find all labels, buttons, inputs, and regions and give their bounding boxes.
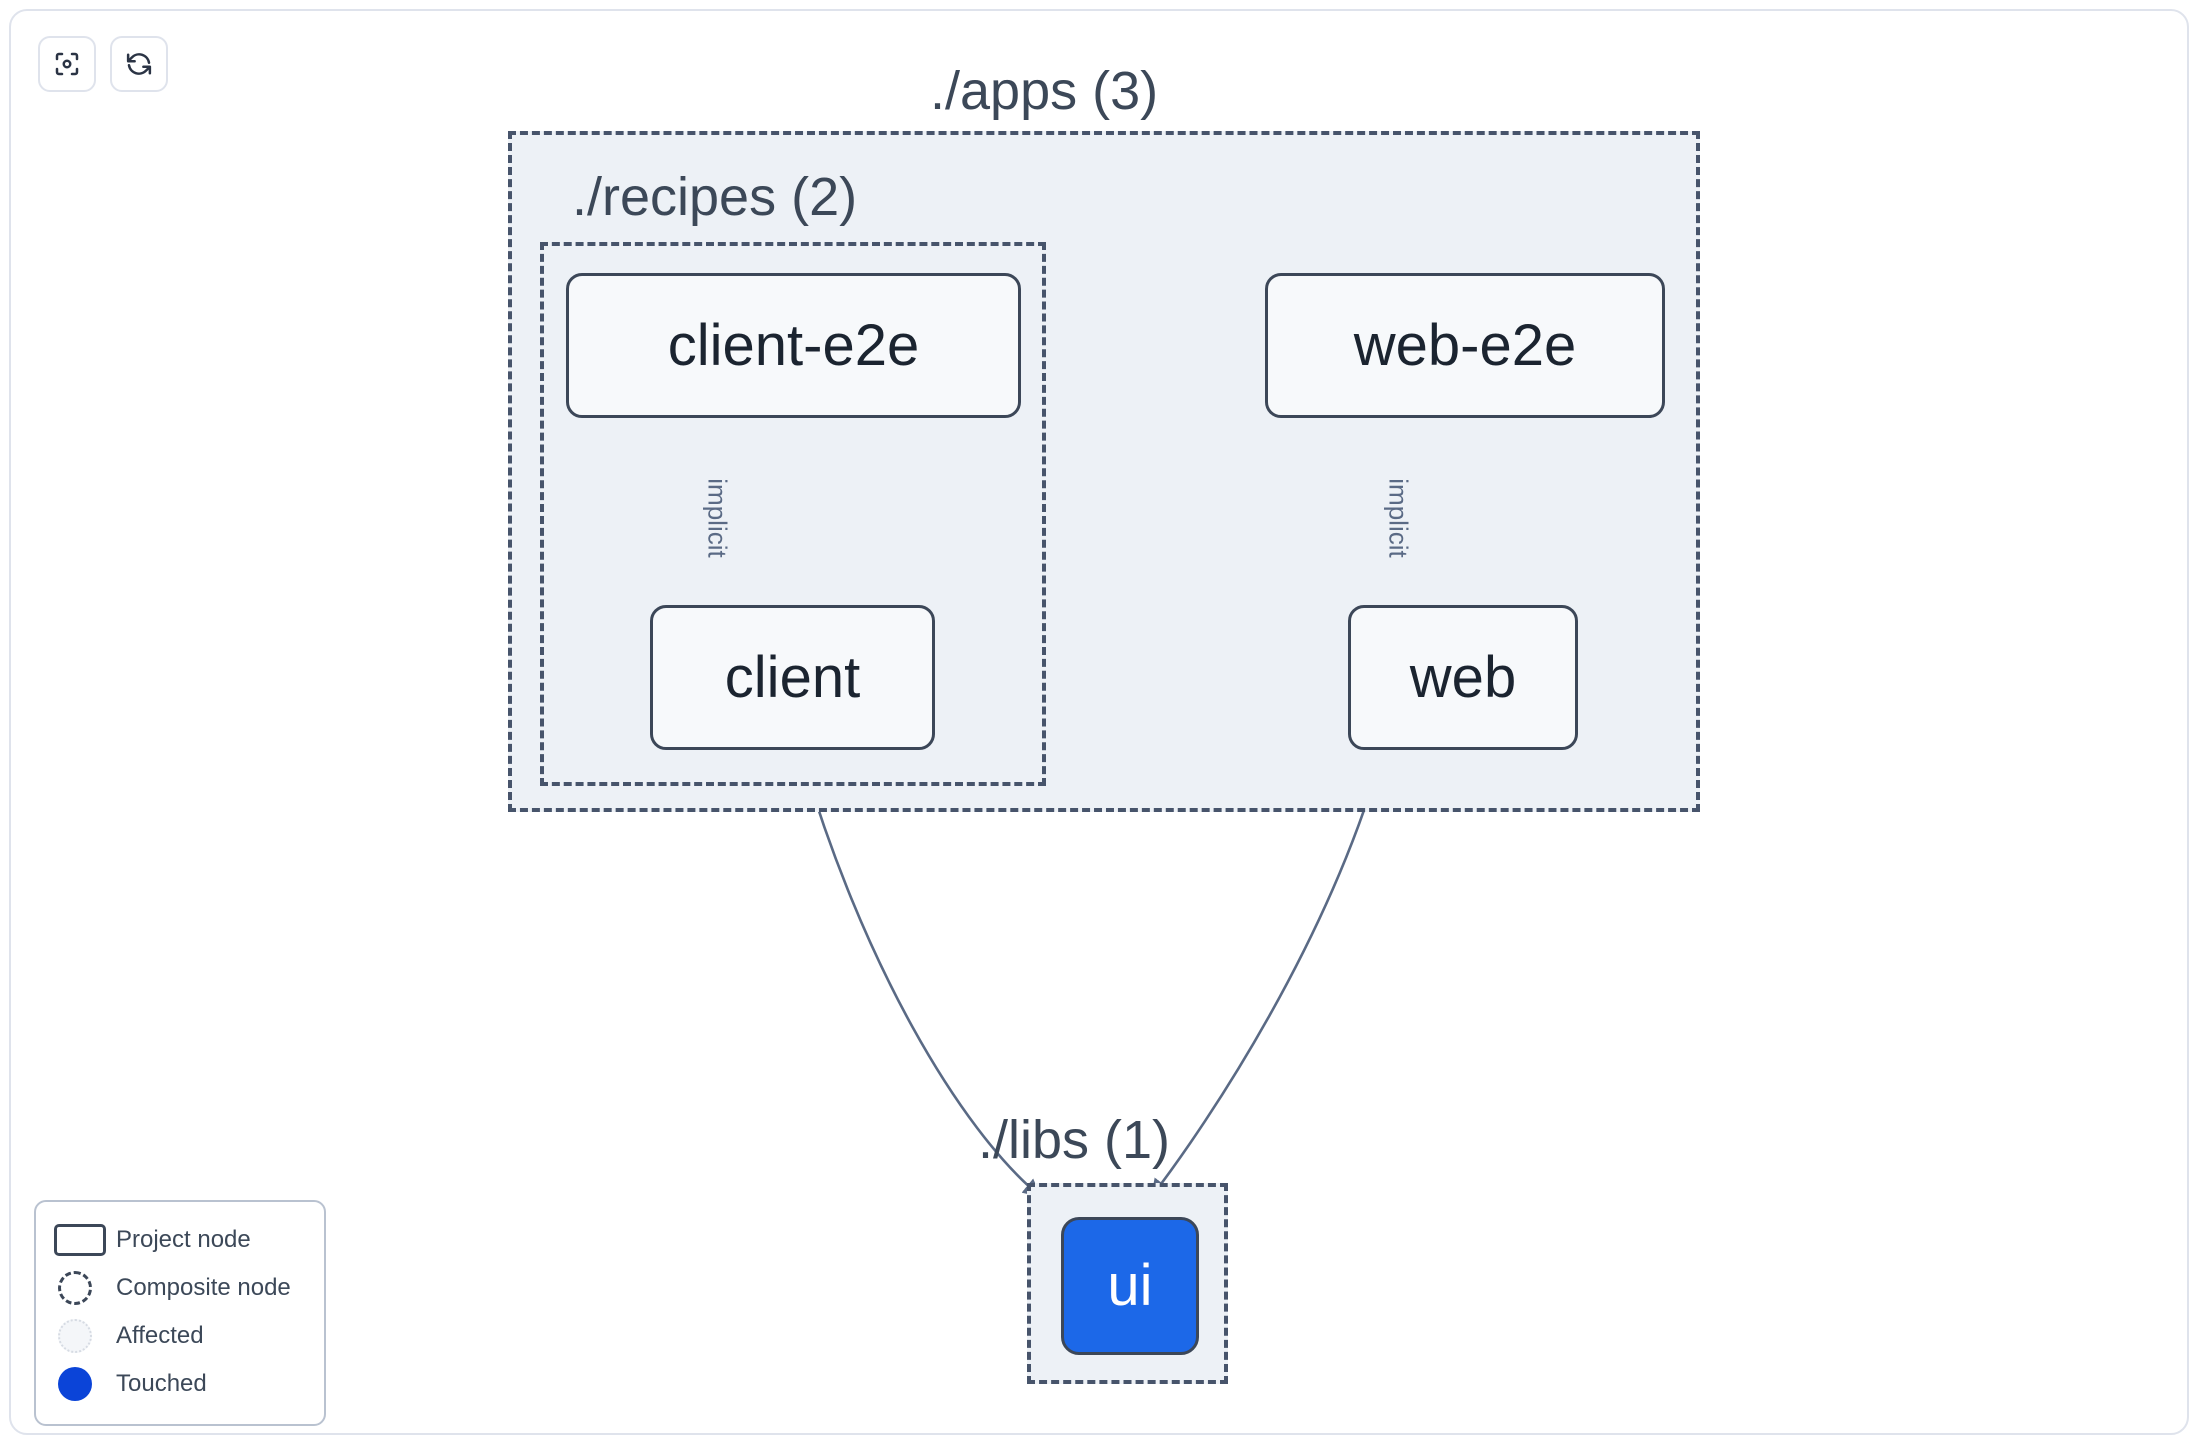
edge-label-web-implicit: implicit: [1383, 478, 1414, 558]
node-client-e2e[interactable]: client-e2e: [566, 273, 1021, 418]
node-web[interactable]: web: [1348, 605, 1578, 750]
legend-label-composite-node: Composite node: [116, 1274, 291, 1301]
refresh-sync-icon: [124, 49, 154, 79]
group-apps-label: ./apps (3): [930, 61, 1159, 121]
legend-item-touched: Touched: [54, 1360, 306, 1408]
graph-legend: Project node Composite node Affected Tou…: [34, 1200, 326, 1426]
node-web-label: web: [1409, 644, 1517, 710]
node-client-label: client: [724, 644, 861, 710]
refresh-graph-button[interactable]: [110, 36, 168, 92]
legend-item-project-node: Project node: [54, 1216, 306, 1264]
edge-label-client-implicit: implicit: [702, 478, 733, 558]
node-web-e2e-label: web-e2e: [1353, 312, 1577, 378]
focus-graph-button[interactable]: [38, 36, 96, 92]
touched-node-icon: [54, 1367, 116, 1401]
group-libs-label: ./libs (1): [978, 1110, 1171, 1170]
legend-item-affected: Affected: [54, 1312, 306, 1360]
legend-label-touched: Touched: [116, 1370, 207, 1397]
node-web-e2e[interactable]: web-e2e: [1265, 273, 1665, 418]
edge-client-to-ui: [798, 749, 1042, 1198]
legend-label-project-node: Project node: [116, 1226, 251, 1253]
composite-node-icon: [54, 1271, 116, 1305]
node-client-e2e-label: client-e2e: [667, 312, 920, 378]
focus-target-icon: [52, 49, 82, 79]
affected-node-icon: [54, 1319, 116, 1353]
node-ui[interactable]: ui: [1061, 1217, 1199, 1355]
edge-web-to-ui: [1150, 749, 1385, 1198]
legend-item-composite-node: Composite node: [54, 1264, 306, 1312]
legend-label-affected: Affected: [116, 1322, 204, 1349]
node-client[interactable]: client: [650, 605, 935, 750]
project-node-icon: [54, 1224, 116, 1256]
node-ui-label: ui: [1107, 1253, 1153, 1318]
group-recipes-label: ./recipes (2): [572, 167, 858, 227]
graph-toolbar: [38, 36, 168, 92]
